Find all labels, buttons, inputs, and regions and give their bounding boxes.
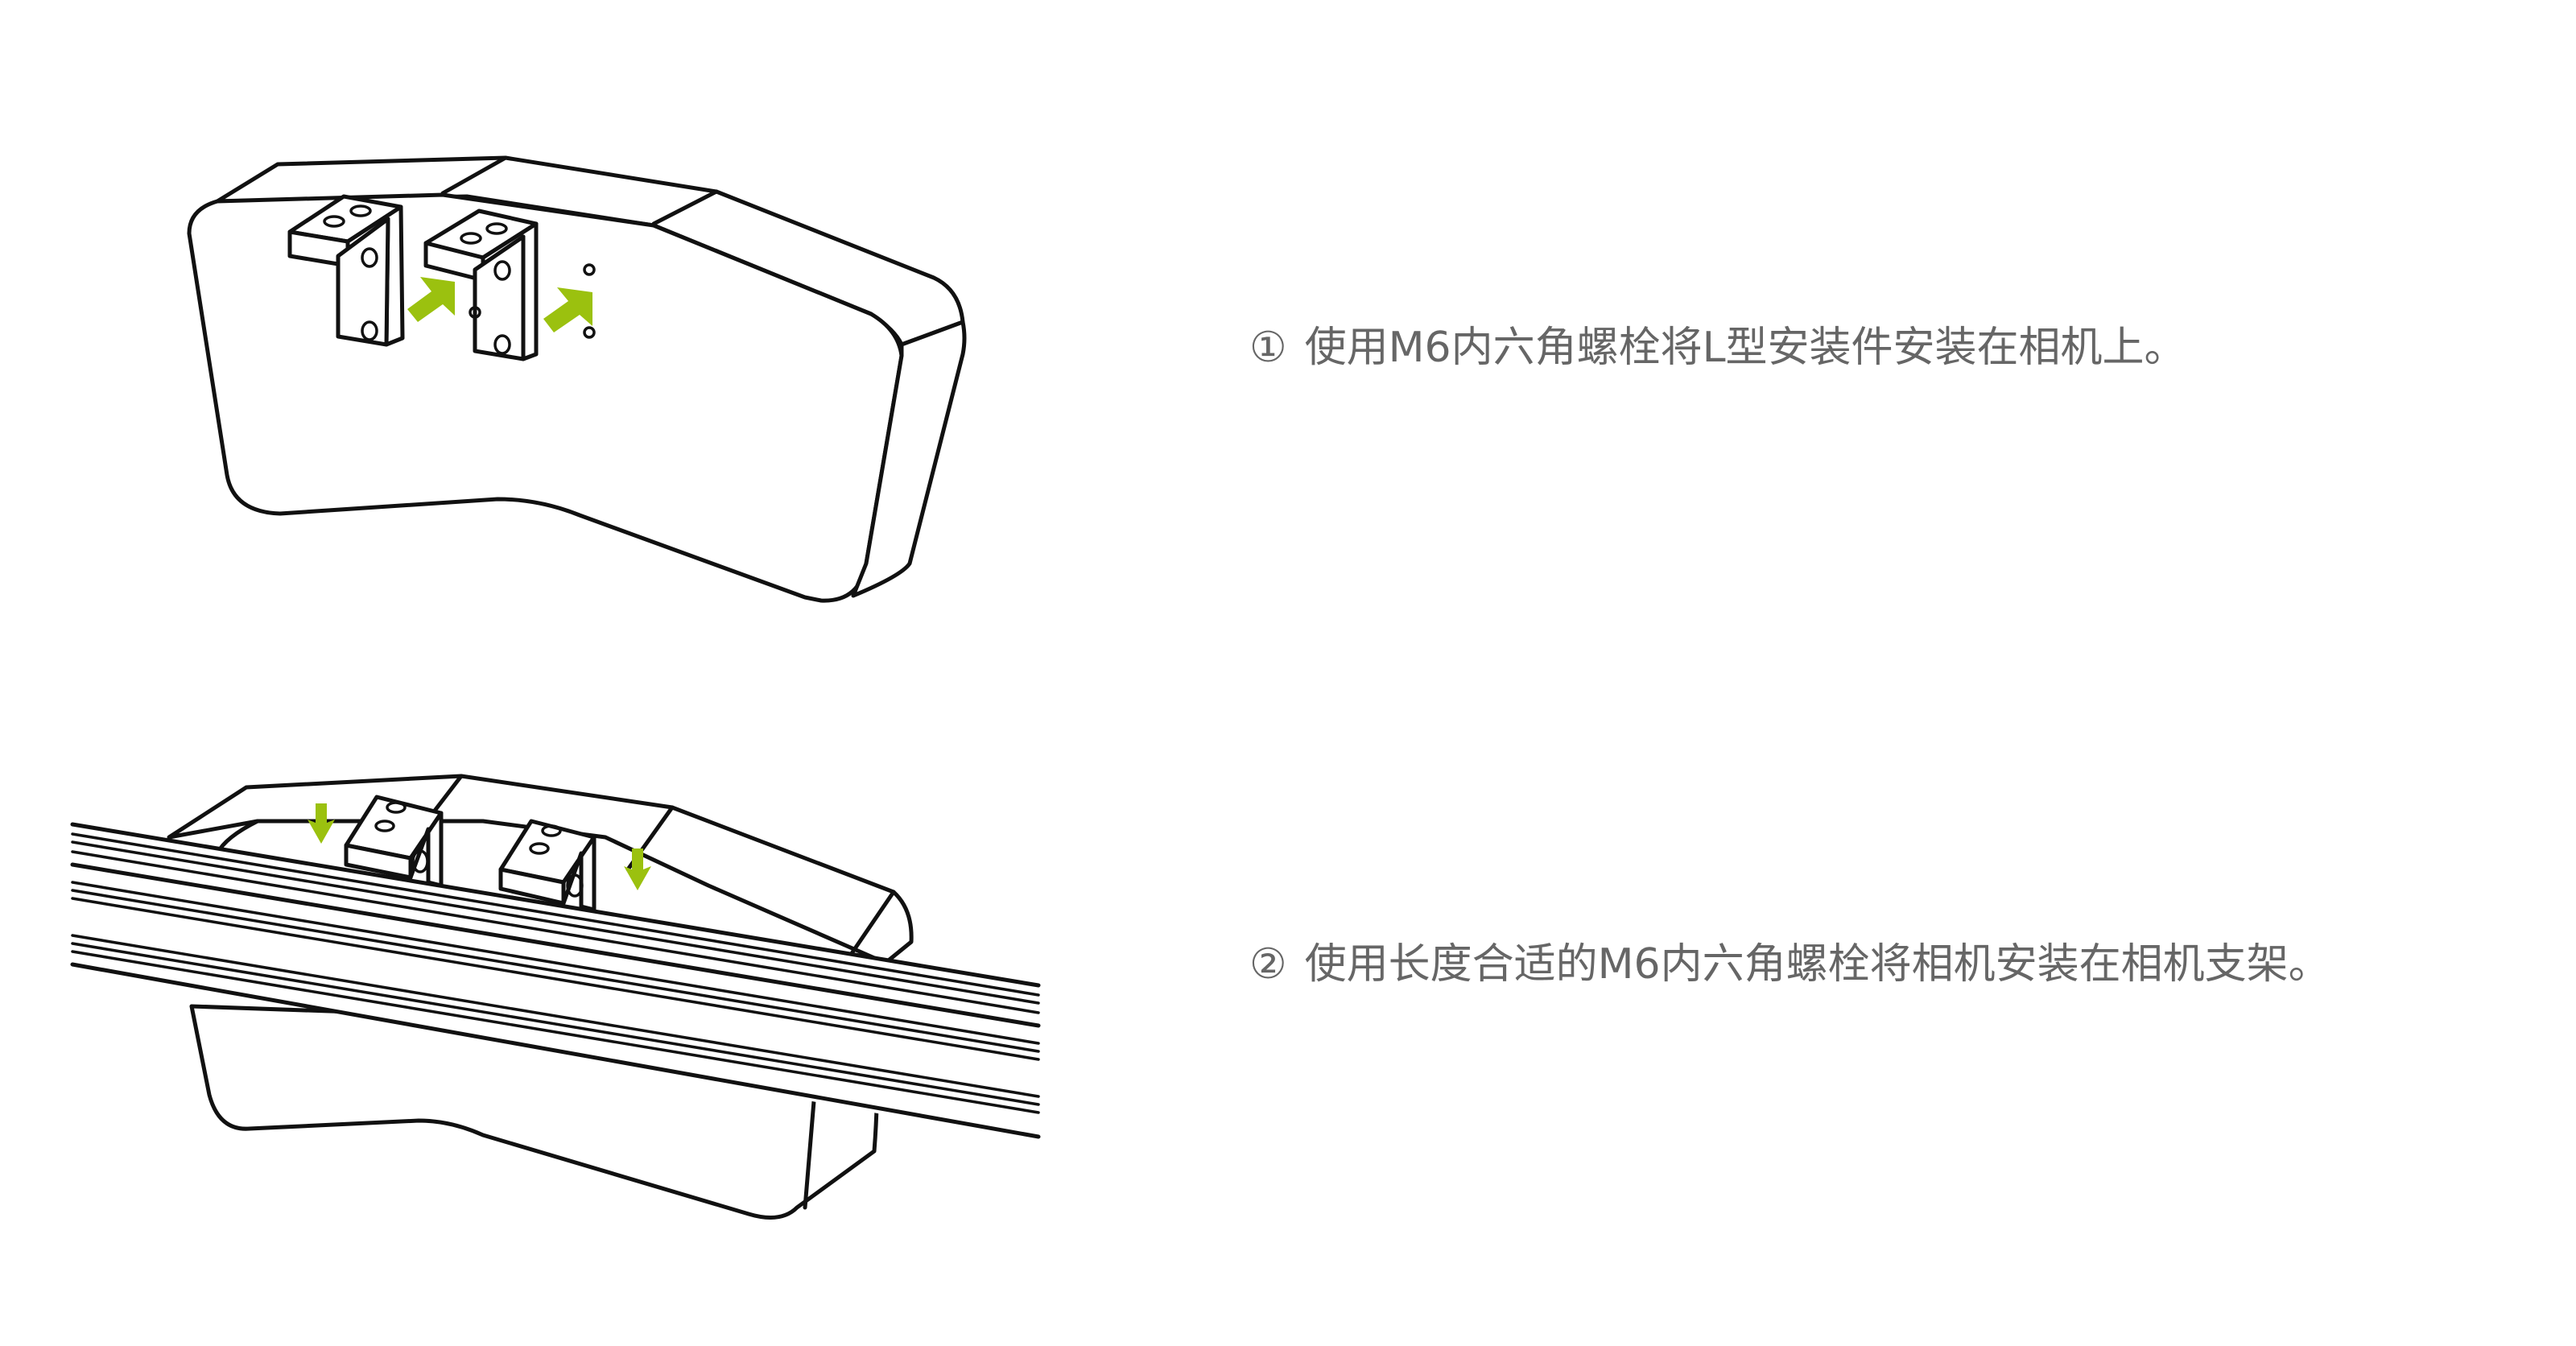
step2-illustration: [64, 757, 1046, 1224]
green-arrow-up-right-icon: [543, 287, 592, 332]
mount-hole: [583, 326, 596, 339]
l-bracket-left: [344, 795, 444, 888]
l-bracket-right: [498, 819, 597, 912]
step-2-number: ②: [1249, 940, 1287, 989]
green-arrow-down-icon: [308, 803, 335, 844]
mount-hole: [583, 263, 596, 276]
l-bracket-left: [287, 194, 405, 347]
camera-rail: [70, 822, 1041, 1139]
green-arrow-down-icon: [624, 848, 651, 890]
green-arrow-up-right-icon: [407, 277, 455, 322]
camera-bracket-drawing: [187, 155, 967, 603]
l-bracket-right: [423, 209, 539, 361]
step-2-instruction: ② 使用长度合适的M6内六角螺栓将相机安装在相机支架。: [1249, 939, 2330, 990]
step-1-instruction: ① 使用M6内六角螺栓将L型安装件安装在相机上。: [1249, 322, 2186, 374]
step-2-text: 使用长度合适的M6内六角螺栓将相机安装在相机支架。: [1304, 940, 2330, 989]
step-1-number: ①: [1249, 324, 1287, 372]
step1-illustration: [161, 145, 982, 612]
step-1-text: 使用M6内六角螺栓将L型安装件安装在相机上。: [1304, 324, 2186, 372]
mount-hole: [469, 306, 481, 319]
camera-rail-drawing: [70, 774, 1041, 1220]
